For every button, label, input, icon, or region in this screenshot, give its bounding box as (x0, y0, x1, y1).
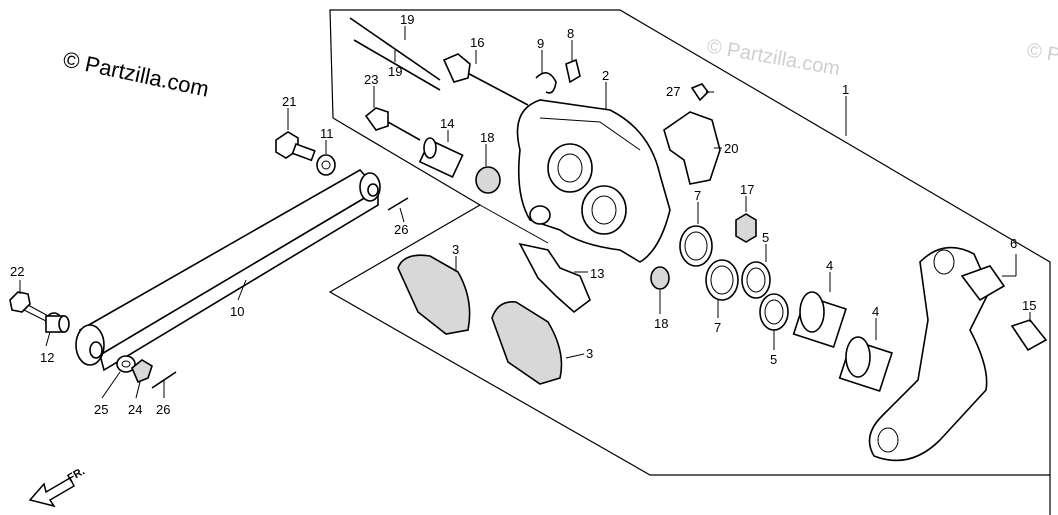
sleeve-14-part (418, 137, 464, 179)
boot-18-upper-part (475, 166, 501, 194)
callout-16: 16 (470, 35, 484, 50)
callout-3-lower: 3 (586, 346, 593, 361)
piston-4-upper-part (792, 291, 847, 349)
leader-lines (19, 26, 1031, 399)
pin-19-upper-part (349, 17, 441, 81)
seal-5-lower-part (759, 293, 789, 331)
callout-4-upper: 4 (826, 258, 833, 273)
seal-7-upper-inner (684, 231, 708, 261)
callout-26-lower: 26 (156, 402, 170, 417)
pin-19-lower-part (353, 39, 441, 91)
partzilla-watermark-faint: © Partzilla.com (705, 35, 842, 80)
washer-25-part (116, 355, 136, 373)
callout-13: 13 (590, 266, 604, 281)
bracket-6-boss (960, 265, 1006, 302)
boot-18-lower-part (650, 266, 670, 290)
callout-10: 10 (230, 304, 244, 319)
cap-17-part (735, 213, 757, 243)
callout-14: 14 (440, 116, 454, 131)
callout-21: 21 (282, 94, 296, 109)
callout-19-upper: 19 (400, 12, 414, 27)
callout-20: 20 (724, 141, 738, 156)
callout-7-lower: 7 (714, 320, 721, 335)
seal-7-lower-inner (710, 265, 734, 295)
torque-rod-part (75, 168, 381, 372)
caliper-assembly-outline-lower (328, 117, 1050, 476)
callout-18-lower: 18 (654, 316, 668, 331)
callout-4-lower: 4 (872, 304, 879, 319)
front-direction-indicator: FR. (28, 465, 87, 508)
bolt-27-part (690, 83, 710, 102)
callout-19-lower: 19 (388, 64, 402, 79)
pin-16-part (457, 67, 529, 106)
bolt-23-part (364, 107, 421, 141)
washer-11-hole (321, 160, 331, 170)
bleeder-8-part (565, 58, 581, 84)
caliper-assembly-outline (329, 9, 1051, 515)
piston-4-lower-part (838, 336, 893, 393)
callout-5-upper: 5 (762, 230, 769, 245)
callout-9: 9 (537, 36, 544, 51)
seal-5-lower-inner (764, 299, 784, 325)
pin-16-head (442, 53, 471, 83)
callout-18-upper: 18 (480, 130, 494, 145)
collar-12-part (45, 312, 70, 333)
callout-1: 1 (842, 82, 849, 97)
washer-11-part (316, 154, 336, 176)
callout-22: 22 (10, 264, 24, 279)
retainer-13-part (518, 242, 591, 314)
caliper-body-2-part (516, 99, 671, 263)
brake-pad-3-lower-part (491, 301, 563, 385)
callout-3-upper: 3 (452, 242, 459, 257)
callout-2: 2 (602, 68, 609, 83)
callout-23: 23 (364, 72, 378, 87)
partzilla-watermark-faint-edge: © P (1025, 39, 1058, 67)
callout-15: 15 (1022, 298, 1036, 313)
washer-25-hole (121, 360, 131, 368)
brake-pad-3-upper-part (397, 254, 471, 335)
seal-5-upper-inner (746, 267, 766, 293)
callout-27: 27 (666, 84, 680, 99)
bracket-20-part (663, 111, 721, 185)
castle-nut-24-part (131, 359, 153, 384)
callout-11: 11 (320, 126, 334, 141)
callout-5-lower: 5 (770, 352, 777, 367)
seal-5-upper-part (741, 261, 771, 299)
bracket-6-hole-lower (877, 427, 899, 453)
clip-15-part (1010, 319, 1048, 352)
callout-25: 25 (94, 402, 108, 417)
bolt-21-part (275, 131, 316, 162)
callout-8: 8 (567, 26, 574, 41)
callout-12: 12 (40, 350, 54, 365)
front-label: FR. (66, 465, 87, 484)
cap-9-part (535, 72, 557, 94)
cotter-pin-26-upper-part (387, 197, 409, 211)
callout-17: 17 (740, 182, 754, 197)
callout-6: 6 (1010, 236, 1017, 251)
callout-26-upper: 26 (394, 222, 408, 237)
outline-connector (479, 204, 549, 244)
callout-24: 24 (128, 402, 142, 417)
bracket-6-hole-upper (933, 249, 955, 275)
callout-labels: 19 19 16 9 8 2 1 23 21 11 14 18 27 20 17… (10, 12, 1036, 417)
callout-7-upper: 7 (694, 188, 701, 203)
front-arrow-icon (28, 476, 75, 508)
caliper-bracket-6-part (868, 246, 991, 462)
partzilla-watermark: © Partzilla.com (61, 46, 211, 101)
